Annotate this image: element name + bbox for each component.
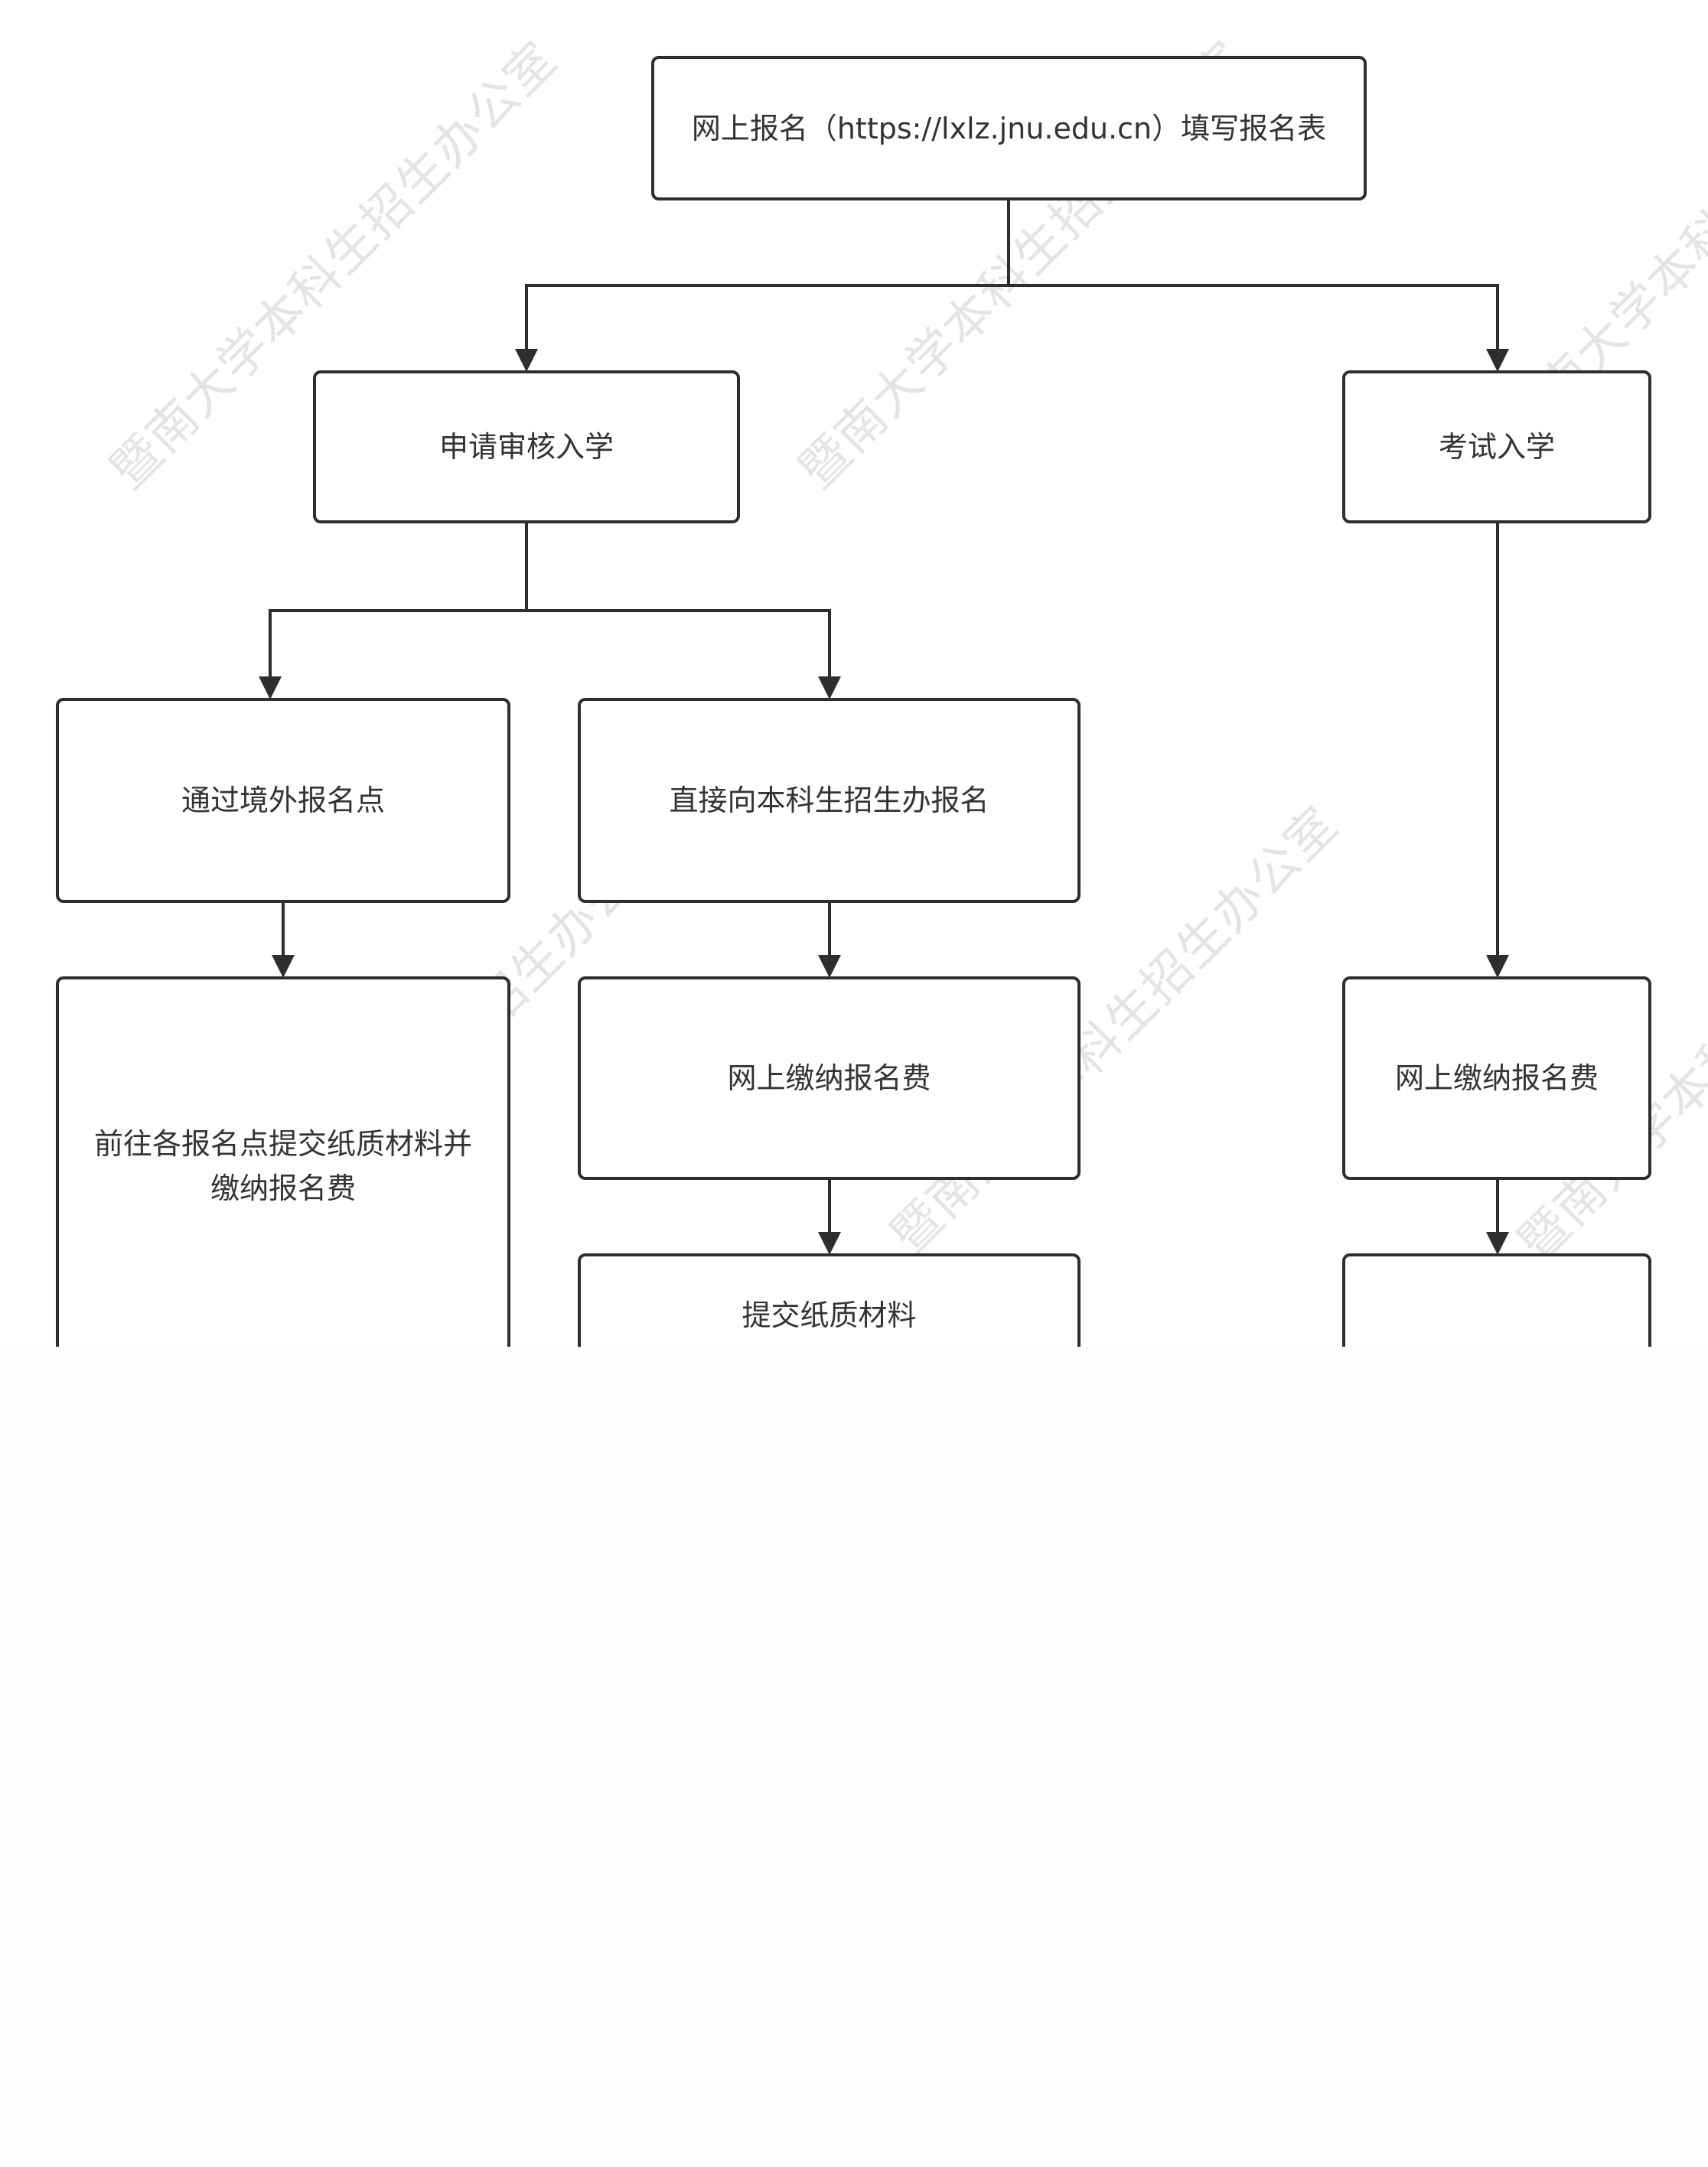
arrowhead	[1486, 1232, 1509, 1255]
arrowhead	[259, 676, 282, 699]
node-label: 通过境外报名点	[181, 784, 385, 817]
node-label: 网上缴纳报名费	[727, 1061, 931, 1095]
node-submit-paper: 提交纸质材料	[578, 1253, 1081, 1347]
arrowhead	[818, 955, 841, 978]
node-submit-pay-point: 前往各报名点提交纸质材料并缴纳报名费	[56, 976, 510, 1347]
node-label: 考试入学	[1438, 430, 1555, 464]
node-online-registration: 网上报名（https://lxlz.jnu.edu.cn）填写报名表	[651, 56, 1367, 200]
node-label: 前往各报名点提交纸质材料并缴纳报名费	[93, 1127, 472, 1205]
arrowhead	[1486, 955, 1509, 978]
node-label: 网上缴纳报名费	[1394, 1061, 1599, 1095]
arrowhead	[1486, 349, 1509, 372]
node-direct-office: 直接向本科生招生办报名	[578, 698, 1081, 903]
node-label: 提交纸质材料	[742, 1299, 917, 1332]
arrowhead	[272, 955, 295, 978]
node-pay-online-exam: 网上缴纳报名费	[1342, 976, 1651, 1180]
node-label: 直接向本科生招生办报名	[669, 784, 989, 817]
node-pay-online-direct: 网上缴纳报名费	[578, 976, 1081, 1180]
connector-registration-to-review	[525, 200, 1010, 363]
arrowhead	[818, 1232, 841, 1255]
connector-registration-to-exam	[1007, 200, 1499, 363]
arrowhead	[818, 676, 841, 699]
connector-layer	[259, 200, 1509, 1255]
flowchart-canvas: 暨南大学本科生招生办公室 暨南大学本科生招生办公室 暨南大学本科生招生办公室 暨…	[56, 0, 1708, 1347]
node-overseas-point: 通过境外报名点	[56, 698, 510, 903]
node-label: 网上报名（https://lxlz.jnu.edu.cn）填写报名表	[691, 111, 1327, 145]
node-application-review: 申请审核入学	[313, 370, 740, 523]
connector-review-to-overseas	[269, 523, 528, 690]
arrowhead	[515, 349, 538, 372]
connector-review-to-direct	[525, 523, 831, 690]
node-exam-next	[1342, 1253, 1651, 1347]
node-label: 申请审核入学	[438, 430, 614, 464]
node-exam-admission: 考试入学	[1342, 370, 1651, 523]
